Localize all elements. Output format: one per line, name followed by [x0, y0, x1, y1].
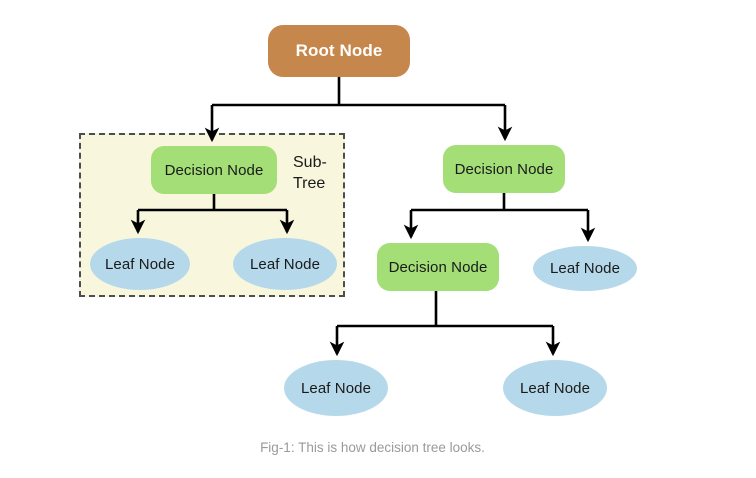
- connector-root-split: [212, 77, 505, 107]
- subtree-label: Sub- Tree: [293, 152, 327, 194]
- decision-node-mid: Decision Node: [377, 243, 499, 291]
- figure-caption: Fig-1: This is how decision tree looks.: [260, 440, 485, 455]
- leaf-node-subtree-right: Leaf Node: [233, 238, 337, 290]
- decision-node-subtree: Decision Node: [151, 146, 277, 194]
- leaf-node-bottom-right: Leaf Node: [503, 360, 607, 416]
- decision-node-right: Decision Node: [443, 145, 565, 193]
- leaf-node-subtree-left: Leaf Node: [90, 238, 190, 290]
- connector-bottom-split: [337, 291, 553, 328]
- connector-subtree-split: [138, 194, 287, 212]
- subtree-label-line2: Tree: [293, 175, 326, 192]
- connector-right-split: [411, 193, 588, 212]
- root-node: Root Node: [268, 25, 410, 77]
- subtree-label-line1: Sub-: [293, 154, 327, 171]
- leaf-node-right: Leaf Node: [533, 246, 637, 291]
- leaf-node-bottom-left: Leaf Node: [284, 360, 388, 416]
